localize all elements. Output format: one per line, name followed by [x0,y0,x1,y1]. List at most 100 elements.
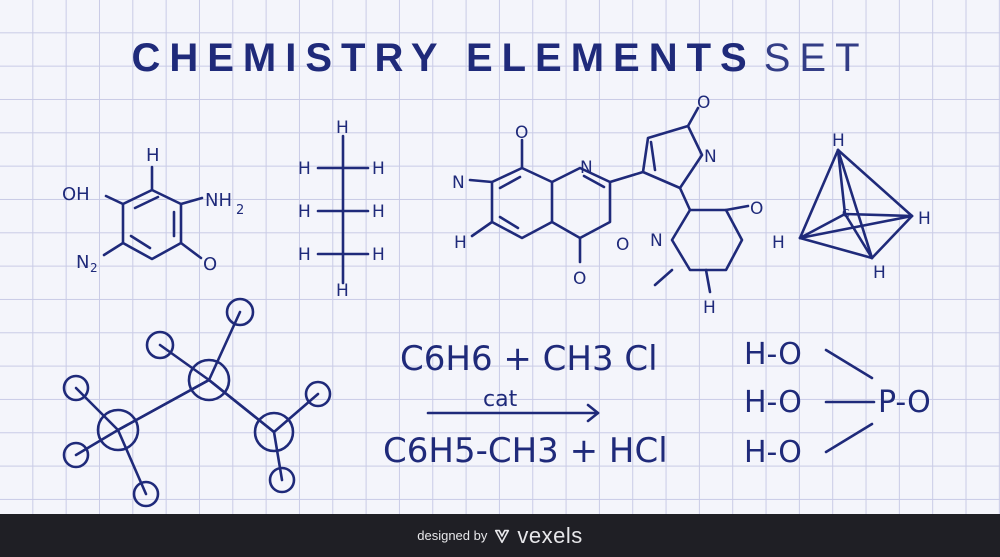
bond [608,170,645,184]
double-bond [498,175,522,190]
hydroxyl-group: H-O [744,337,802,372]
brand-name[interactable]: vexels [517,522,583,548]
phosphoric-acid: H-O H-O H-O P-O [744,337,931,470]
bond [798,212,847,240]
bond [836,148,847,216]
hydroxyl-group: H-O [744,385,802,420]
molecule-benzene-derivative: H OH NH 2 N 2 O [62,145,244,275]
stick [272,392,320,434]
atom-ball [304,380,332,408]
bond [102,241,125,257]
atom-ball [62,441,90,469]
bond [843,212,914,218]
atom-label: H [703,298,716,318]
bond [798,236,874,260]
bond [798,214,914,240]
double-bond [649,140,657,172]
stick-inner [207,378,276,434]
chemical-equation: C6H6 + CH3 Cl cat C6H5-CH3 + HCl [383,339,668,471]
title-light: SET [763,36,869,80]
bond [824,422,874,454]
molecule-tetrahedral: H C H H H [772,131,931,283]
designed-by-text: designed by [417,528,488,543]
atom-label: OH [62,184,90,205]
atom-subscript: 2 [90,261,98,275]
stick [158,343,211,382]
atom-label: H [372,245,385,265]
atom-label: N [704,147,717,167]
phosphorus-oxygen: P-O [878,385,931,420]
atom-label: O [750,199,763,219]
atom-label: N [650,231,663,251]
atom-label: H [918,209,931,229]
bond [798,148,840,240]
double-bond [498,215,520,230]
atom-ball [132,480,160,508]
stick [272,430,284,482]
bond [686,106,700,128]
atom-ball [145,330,175,360]
atom-ball [96,408,140,452]
atom-label: H [372,202,385,222]
atom-label: O [515,123,528,143]
atom-label: H [832,131,845,151]
ring-left [490,166,554,240]
equation-reactants: C6H6 + CH3 Cl [400,339,658,379]
bond [704,268,712,294]
atom-label: O [573,269,586,289]
double-bond [133,195,160,210]
bond [836,148,914,218]
ball-and-stick-model [62,297,332,508]
stick [116,428,148,496]
bond [179,196,204,206]
atom-label: N [76,252,89,273]
atom-label: NH [205,190,232,211]
atom-subscript: 2 [236,203,244,218]
bond [836,148,874,260]
atom-ball [253,411,295,453]
atom-label: O [203,254,217,275]
atom-ball [225,297,255,327]
bond [470,220,494,238]
title-bold: CHEMISTRY ELEMENTS [131,36,756,80]
stick [74,386,120,432]
atom-label: N [580,158,593,178]
ring-five [641,124,704,190]
bond [104,194,125,206]
double-bond [582,174,606,189]
atom-label: C [842,207,850,220]
bond [724,204,750,212]
atom-label: O [697,93,710,113]
reaction-arrow-head [586,403,600,423]
bond [653,268,674,287]
atom-label: N [452,173,465,193]
atom-label: H [873,263,886,283]
bond [468,178,494,184]
atom-label: H [298,159,311,179]
atom-ball [268,466,296,494]
atom-label: H [146,145,160,166]
stick-inner [116,378,211,432]
stick [207,310,242,382]
molecule-complex: O N N H O O O N N O H [452,93,763,318]
molecule-propane: H H H H H H H H [298,118,385,301]
ring-middle [550,166,612,240]
atom-label: H [336,118,349,138]
hydroxyl-group: H-O [744,435,802,470]
atom-label: H [454,233,467,253]
bond [179,241,203,260]
bond [870,214,914,260]
equation-catalyst: cat [483,387,518,412]
double-bond [129,234,152,250]
ring-right [670,208,744,272]
atom-label: H [336,281,349,301]
vexels-logo-icon [495,529,510,543]
atom-label: H [298,245,311,265]
bond [678,186,692,212]
atom-label: H [372,159,385,179]
atom-label: H [772,233,785,253]
atom-label: O [616,235,629,255]
